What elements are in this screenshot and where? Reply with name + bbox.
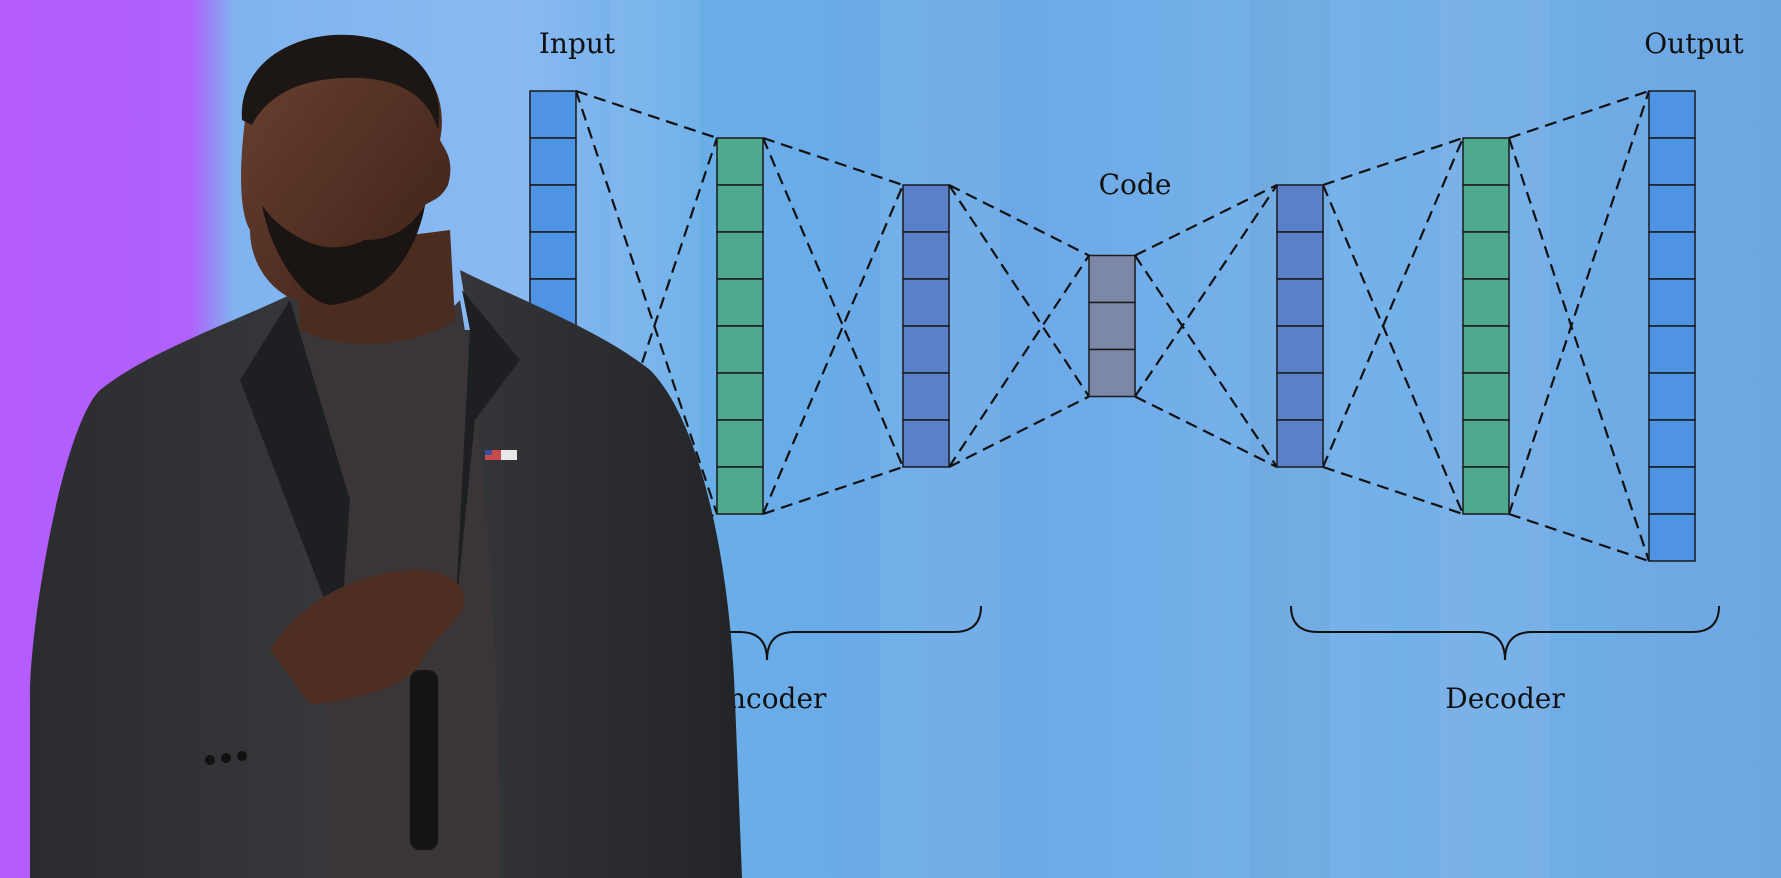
layer-column <box>1276 184 1324 468</box>
layer-unit <box>1276 419 1324 468</box>
code-label: Code <box>1099 168 1172 201</box>
layer-unit <box>1648 513 1696 562</box>
layer-column <box>716 137 764 515</box>
layer-unit <box>1462 231 1510 280</box>
layer-unit <box>1462 325 1510 374</box>
layer-column <box>1462 137 1510 515</box>
input-label: Input <box>539 27 616 60</box>
connection-line <box>575 89 718 140</box>
layer-unit <box>529 137 577 186</box>
layer-unit <box>716 184 764 233</box>
beard <box>262 205 425 305</box>
layer-unit <box>1088 301 1136 351</box>
sleeve-button <box>205 755 215 765</box>
flag-pin-icon <box>485 450 517 460</box>
layer-unit <box>1276 231 1324 280</box>
layer-unit <box>716 231 764 280</box>
lapel-left <box>240 300 350 640</box>
layer-unit <box>902 419 950 468</box>
layer-unit <box>902 325 950 374</box>
decoder-brace <box>1290 605 1720 661</box>
layer-unit <box>1648 372 1696 421</box>
connection-line <box>574 90 719 515</box>
connection-line <box>948 254 1090 468</box>
layer-unit <box>1648 325 1696 374</box>
hair <box>241 34 440 130</box>
connection-line <box>762 136 904 187</box>
lapel-right <box>455 290 520 620</box>
layer-unit <box>902 372 950 421</box>
connection-line <box>1321 184 1465 515</box>
connection-line <box>1321 137 1465 468</box>
output-label: Output <box>1644 27 1744 60</box>
connection-line <box>1507 137 1651 562</box>
connection-line <box>1322 136 1464 187</box>
connection-line <box>1508 512 1650 563</box>
layer-unit <box>1462 466 1510 515</box>
layer-unit <box>716 278 764 327</box>
layer-unit <box>716 372 764 421</box>
connection-line <box>1508 89 1650 140</box>
connection-line <box>1134 184 1278 398</box>
sleeve-button <box>237 751 247 761</box>
layer-column <box>1648 90 1696 562</box>
layer-unit <box>716 325 764 374</box>
layer-unit <box>529 231 577 280</box>
layer-unit <box>1648 184 1696 233</box>
layer-unit <box>716 419 764 468</box>
layer-unit <box>1462 419 1510 468</box>
layer-unit <box>529 90 577 139</box>
decoder-label: Decoder <box>1445 682 1565 715</box>
sleeve-button <box>221 753 231 763</box>
layer-unit <box>716 466 764 515</box>
connection-line <box>948 395 1090 468</box>
layer-unit <box>1462 184 1510 233</box>
layer-unit <box>1648 419 1696 468</box>
hand <box>270 570 465 705</box>
connection-line <box>574 137 719 562</box>
layer-column <box>1088 254 1136 398</box>
layer-unit <box>529 184 577 233</box>
connection-line <box>1322 465 1464 516</box>
connection-line <box>762 465 904 516</box>
connection-line <box>1134 184 1278 257</box>
layer-unit <box>902 278 950 327</box>
connection-line <box>948 184 1090 398</box>
microphone-icon <box>410 670 438 850</box>
layer-unit <box>1648 466 1696 515</box>
layer-unit <box>1462 278 1510 327</box>
connection-line <box>948 184 1090 257</box>
layer-unit <box>1648 90 1696 139</box>
connection-line <box>1134 254 1278 468</box>
connection-line <box>761 137 905 468</box>
layer-unit <box>1088 254 1136 304</box>
layer-unit <box>1648 231 1696 280</box>
connection-line <box>1134 395 1278 468</box>
layer-unit <box>716 137 764 186</box>
layer-column <box>902 184 950 468</box>
layer-columns <box>529 90 1696 562</box>
connection-line <box>761 184 905 515</box>
layer-unit <box>902 231 950 280</box>
connection-line <box>1507 90 1651 515</box>
layer-unit <box>1648 137 1696 186</box>
layer-unit <box>1462 137 1510 186</box>
layer-unit <box>1088 348 1136 398</box>
